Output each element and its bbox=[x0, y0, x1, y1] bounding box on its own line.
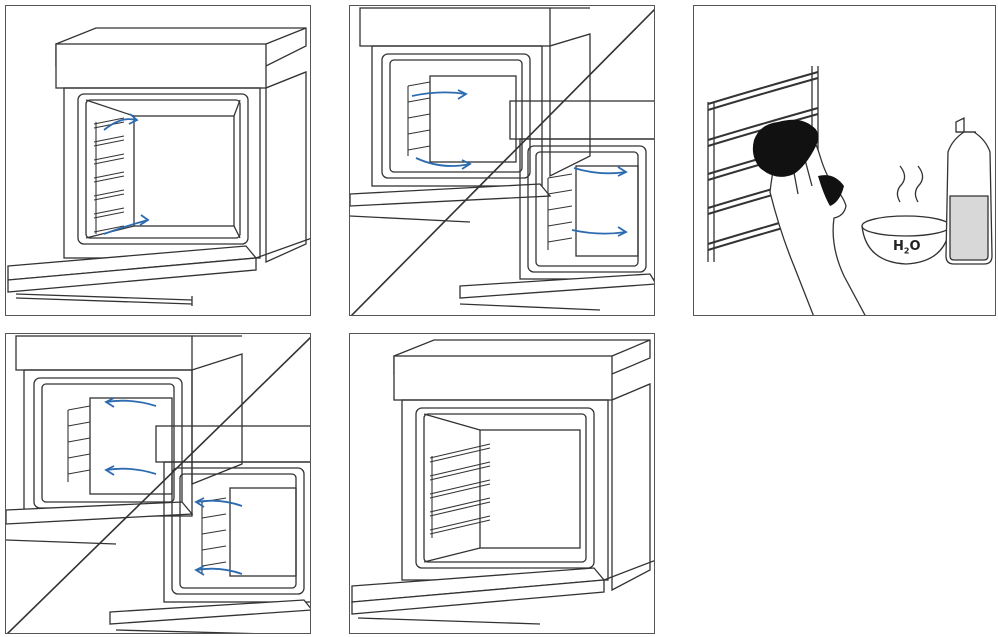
panel-step-3: H2O bbox=[693, 5, 996, 316]
oven-illustration-1 bbox=[7, 27, 310, 306]
panel-step-1 bbox=[5, 5, 311, 316]
h2o-sub: 2 bbox=[903, 246, 910, 256]
panel-step-2 bbox=[349, 5, 655, 316]
oven-illustration-4 bbox=[6, 335, 310, 633]
cleaning-illustration bbox=[707, 66, 993, 315]
h2o-o: O bbox=[909, 239, 921, 254]
panel-step-5 bbox=[349, 333, 655, 634]
panel-step-4 bbox=[5, 333, 311, 634]
h2o-label: H2O bbox=[893, 239, 921, 256]
h2o-h: H bbox=[893, 239, 904, 254]
oven-illustration-2 bbox=[350, 7, 654, 315]
oven-illustration-5 bbox=[351, 339, 654, 625]
